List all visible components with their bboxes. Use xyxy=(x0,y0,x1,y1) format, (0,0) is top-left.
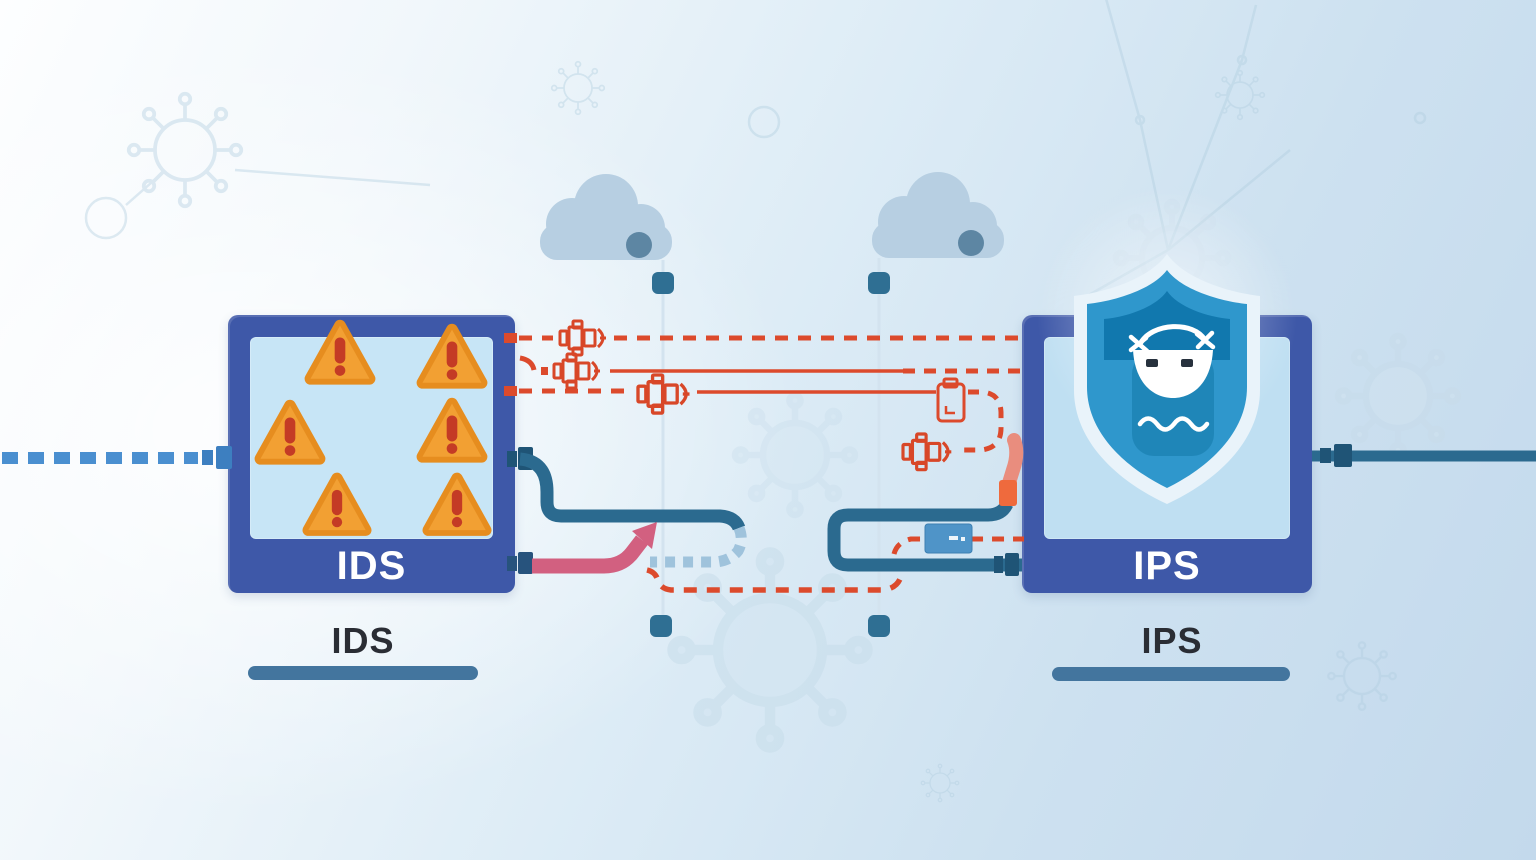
threat-lines xyxy=(504,333,1024,593)
mirror-return-dashed xyxy=(650,525,747,568)
incoming-traffic-dashed-line xyxy=(2,446,232,469)
malware-packet-icon xyxy=(552,352,602,390)
warning-triangle-icon xyxy=(423,404,482,457)
outgoing-traffic-line xyxy=(1312,444,1536,467)
malware-packet-icon xyxy=(558,319,608,357)
ids-caption: IDS xyxy=(331,620,395,661)
cloud-dot-icon xyxy=(626,232,652,258)
warning-triangle-icons xyxy=(261,326,486,530)
inline-filter-icon xyxy=(924,523,973,554)
network-node-squares xyxy=(650,272,890,637)
diverted-traffic-arrow-icon xyxy=(507,522,657,574)
shield-face xyxy=(1128,324,1216,432)
ips-inline-pipe xyxy=(827,433,1024,576)
warning-triangle-icon xyxy=(311,326,370,379)
warning-triangle-icon xyxy=(308,478,366,530)
cloud-icon-right xyxy=(872,172,1004,258)
ips-box-label: IPS xyxy=(1133,543,1201,588)
cloud-dot-icon xyxy=(958,230,984,256)
blocked-traffic-stub xyxy=(1002,433,1024,490)
ids-box-label: IDS xyxy=(336,543,407,588)
malware-packet-icon xyxy=(636,373,692,415)
block-connector xyxy=(999,480,1017,506)
shield-blocked-face-icon xyxy=(1037,185,1297,504)
malware-packet-icons xyxy=(552,319,953,472)
warning-triangle-icon xyxy=(428,478,486,530)
warning-triangle-icon xyxy=(261,406,320,459)
malware-packet-icon xyxy=(901,432,953,472)
ids-mirror-pipe xyxy=(507,447,747,568)
ips-caption-underline xyxy=(1052,667,1290,681)
warning-triangle-icon xyxy=(423,330,482,383)
cloud-icon-left xyxy=(540,174,672,260)
cloud-drop-lines xyxy=(661,258,881,615)
ips-caption: IPS xyxy=(1141,620,1203,661)
ids-caption-underline xyxy=(248,666,478,680)
device-report-icon xyxy=(936,377,966,423)
